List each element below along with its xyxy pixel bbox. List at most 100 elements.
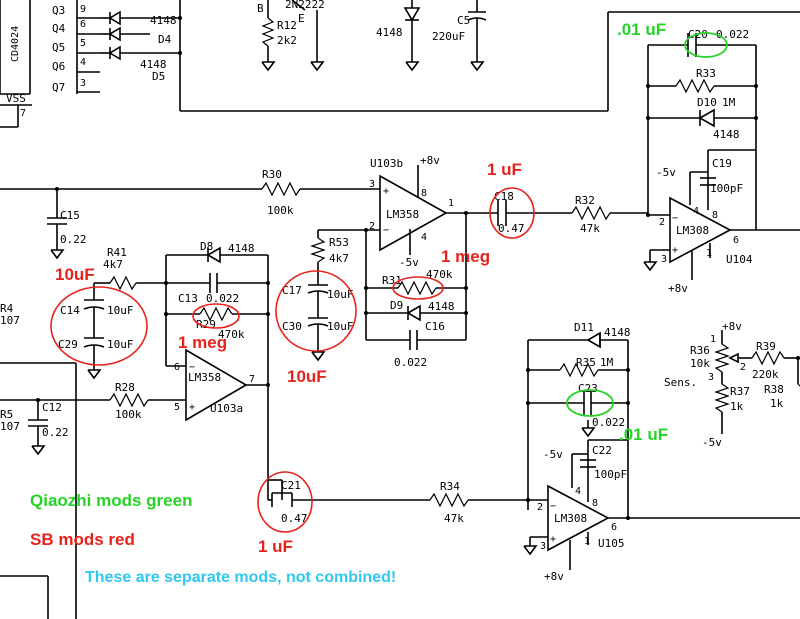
r32-ref: R32 (575, 194, 595, 207)
r12-ref: R12 (277, 19, 297, 32)
r29-value: 470k (218, 328, 245, 341)
u103b-part: LM358 (386, 208, 419, 221)
u103b-stage: R30 100k C15 0.22 LM358 + − 3 2 8 U103b … (0, 154, 648, 269)
c14-value: 10uF (107, 304, 134, 317)
u105-stage: C21 0.47 R34 47k D11 4148 R35 1M C23 0.0… (257, 321, 800, 583)
r36-vpos: +8v (722, 320, 742, 333)
r34-ref: R34 (440, 480, 460, 493)
c23-ref: C23 (578, 382, 598, 395)
r4-value: 107 (0, 314, 20, 327)
sens-network: +8v 1 2 3 R36 10k Sens. R37 1k -5v R39 2… (664, 320, 800, 449)
u104-minus: − (672, 213, 678, 224)
c18-ref: C18 (494, 190, 514, 203)
pin-num: 3 (80, 78, 86, 89)
u104-plus: + (672, 245, 678, 256)
pin-num: 6 (80, 19, 86, 30)
cd4024-label: CD4024 (10, 26, 21, 62)
c20-value: 0.022 (716, 28, 749, 41)
pin-num: 6 (733, 235, 739, 246)
u103b-ref: U103b (370, 157, 403, 170)
r53-ref: R53 (329, 236, 349, 249)
c5-ref: C5 (457, 14, 470, 27)
pin-num: 6 (174, 362, 180, 373)
r5-ref: R5 (0, 408, 13, 421)
r34-value: 47k (444, 512, 464, 525)
c21-value: 0.47 (281, 512, 308, 525)
c14-ref: C14 (60, 304, 80, 317)
c14-c29-red-note: 10uF (55, 265, 95, 284)
pin-num: 4 (80, 57, 86, 68)
legend-green: Qiaozhi mods green (30, 491, 192, 510)
pin-num: 3 (369, 179, 375, 190)
r38-value: 1k (770, 397, 784, 410)
c30-value: 10uF (327, 320, 354, 333)
r32-value: 47k (580, 222, 600, 235)
q4-label: Q4 (52, 22, 66, 35)
pin-num: 5 (174, 402, 180, 413)
r39-value: 220k (752, 368, 779, 381)
d8-ref: D8 (200, 240, 213, 253)
c16-value: 0.022 (394, 356, 427, 369)
pin-num: 5 (80, 38, 86, 49)
c19-value: 100pF (710, 182, 743, 195)
r39-ref: R39 (756, 340, 776, 353)
d10-r-value: 1M (722, 96, 736, 109)
r37-vneg: -5v (702, 436, 722, 449)
diodes-d4-d5: 4148 D4 4148 D5 (100, 0, 800, 112)
u104-part: LM308 (676, 224, 709, 237)
r31-ref: R31 (382, 274, 402, 287)
c17-c30-red-highlight (275, 270, 357, 352)
vss-label: VSS (6, 92, 26, 105)
c15-ref: C15 (60, 209, 80, 222)
pin-num: 4 (421, 232, 427, 243)
u103a-part: LM358 (188, 371, 221, 384)
r12-value: 2k2 (277, 34, 297, 47)
q6-label: Q6 (52, 60, 65, 73)
r37-value: 1k (730, 400, 744, 413)
c18-value: 0.47 (498, 222, 525, 235)
pin-num: 9 (80, 4, 86, 15)
u103a-plus: + (189, 402, 195, 413)
c18-red-note: 1 uF (487, 160, 522, 179)
c14-c29-red-highlight (50, 286, 148, 366)
pin-num: 3 (540, 541, 546, 552)
c13-ref: C13 (178, 292, 198, 305)
d9-value: 4148 (428, 300, 455, 313)
c17-c30-red-note: 10uF (287, 367, 327, 386)
c15-value: 0.22 (60, 233, 87, 246)
legend-red: SB mods red (30, 530, 135, 549)
pin-num: 3 (661, 254, 667, 265)
r31-value: 470k (426, 268, 453, 281)
u105-ref: U105 (598, 537, 625, 550)
c30-ref: C30 (282, 320, 302, 333)
r37-ref: R37 (730, 385, 750, 398)
c21-ref: C21 (281, 479, 301, 492)
r29-red-highlight (192, 303, 240, 329)
q-part-label: 2N2222 (285, 0, 325, 11)
r28-value: 100k (115, 408, 142, 421)
legend-note: These are separate mods, not combined! (85, 569, 396, 586)
c5-value: 220uF (432, 30, 465, 43)
r53-value: 4k7 (329, 252, 349, 265)
u104-ref: U104 (726, 253, 753, 266)
u104-vneg: -5v (656, 166, 676, 179)
u104-vpos: +8v (668, 282, 688, 295)
c21-red-highlight (257, 471, 313, 533)
r41-ref: R41 (107, 246, 127, 259)
pin-num: 2 (659, 217, 665, 228)
d10-value: 4148 (713, 128, 740, 141)
c23-green-highlight (566, 389, 614, 417)
u103a-stage: R41 4k7 C14 10uF C29 10uF D8 4148 C13 0.… (0, 240, 270, 619)
c23-green-note: .01 uF (619, 425, 668, 444)
u103b-feedback: R53 4k7 C17 10uF C30 10uF R31 470k D9 41… (275, 213, 468, 369)
c19-ref: C19 (712, 157, 732, 170)
r28-ref: R28 (115, 381, 135, 394)
d9-ref: D9 (390, 299, 403, 312)
c18-red-highlight (489, 187, 535, 239)
pin-num: 3 (708, 372, 714, 383)
r31-red-highlight (392, 276, 444, 300)
d4-ref: D4 (158, 33, 172, 46)
green-annotations: .01 uF .01 uF (617, 20, 668, 444)
r38-ref: R38 (764, 383, 784, 396)
u105-plus: + (550, 534, 556, 545)
